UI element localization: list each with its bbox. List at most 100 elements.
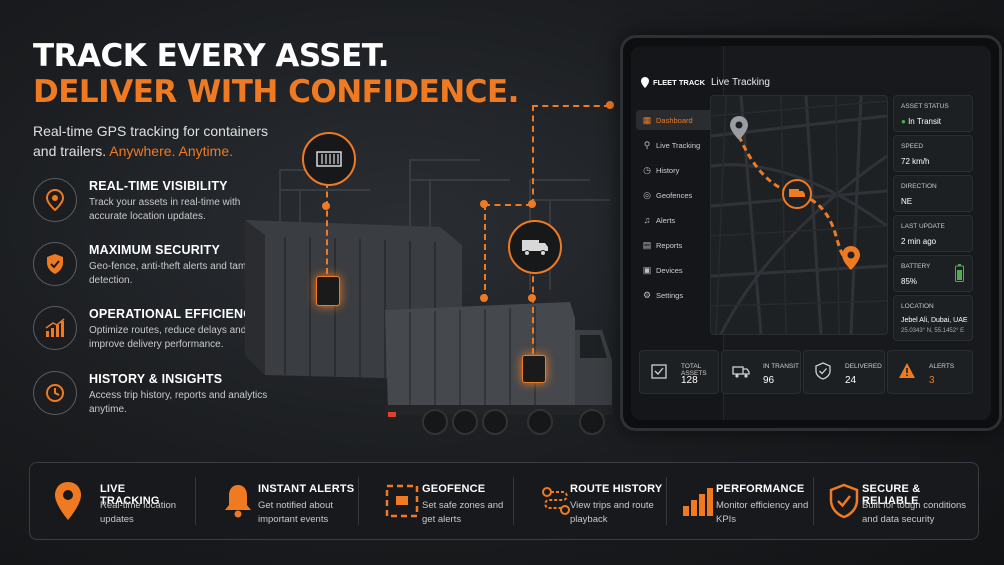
connector-dot <box>528 294 536 302</box>
divider <box>666 477 667 525</box>
warning-icon <box>899 363 915 378</box>
asset-status-panel: ASSET STATUS ● In Transit <box>893 95 973 132</box>
feature-title: REAL-TIME VISIBILITY <box>89 179 228 193</box>
sidebar-item-history[interactable]: ◷History <box>636 160 720 180</box>
panel-label: ASSET STATUS <box>901 103 949 110</box>
bottom-item-desc: Built for tough conditions and data secu… <box>862 500 967 525</box>
truck-illustration <box>385 302 613 435</box>
clock-icon: ◷ <box>643 164 651 175</box>
bottom-item-desc: Get notified about important events <box>258 500 333 525</box>
bottom-item-instant-alerts: INSTANT ALERTS Get notified about import… <box>200 463 358 539</box>
connector-line <box>532 266 534 354</box>
sidebar-item-alerts[interactable]: ♫Alerts <box>636 210 720 230</box>
sidebar-item-settings[interactable]: ⚙ Settings <box>636 285 720 305</box>
bottom-item-title: SECURE & RELIABLE <box>862 483 921 507</box>
stat-value: 96 <box>763 375 775 386</box>
feature-bar: LIVE TRACKING Real-time location updates… <box>29 462 979 540</box>
panel-coords: 25.0343° N, 55.1452° E <box>901 328 965 334</box>
connector-line <box>484 204 532 206</box>
stat-alerts[interactable]: ALERTS 3 <box>887 350 973 394</box>
divider <box>195 477 196 525</box>
last-update-panel: LAST UPDATE 2 min ago <box>893 215 973 252</box>
report-icon: ▤ <box>642 239 652 250</box>
sidebar-item-reports[interactable]: ▤Reports <box>636 235 720 255</box>
bottom-item-desc: Real-time location updates <box>100 500 177 525</box>
panel-label: LOCATION <box>901 303 934 310</box>
bottom-item-title: ROUTE HISTORY <box>570 483 663 495</box>
app-brand: FLEET TRACK <box>641 77 705 88</box>
stat-value: 128 <box>681 375 698 386</box>
shield-check-icon <box>822 479 866 523</box>
check-shield-icon <box>815 362 831 380</box>
bottom-item-secure-reliable: SECURE & RELIABLE Built for tough condit… <box>806 463 976 539</box>
panel-value: NE <box>901 197 913 206</box>
panel-label: LAST UPDATE <box>901 223 945 230</box>
stat-value: 3 <box>929 375 935 386</box>
truck-icon <box>732 366 750 378</box>
stat-label: IN TRANSIT <box>763 363 799 370</box>
bottom-item-live-tracking: LIVE TRACKING Real-time location updates <box>30 463 188 539</box>
headline-line-2: DELIVER WITH CONFIDENCE. <box>33 74 519 110</box>
nav-label: Dashboard <box>656 115 693 125</box>
bar-chart-icon <box>676 479 720 523</box>
start-pin-icon <box>730 116 748 140</box>
panel-value: ● In Transit <box>901 117 941 126</box>
status-text: In Transit <box>908 117 941 126</box>
page-title: Live Tracking <box>711 77 770 88</box>
bottom-item-title: PERFORMANCE <box>716 483 805 495</box>
panel-label: BATTERY <box>901 263 931 270</box>
pin-icon <box>46 479 90 523</box>
connector-dot <box>322 202 330 210</box>
divider <box>513 477 514 525</box>
panel-value: 85% <box>901 277 918 286</box>
chart-icon <box>33 306 77 350</box>
feature-title: MAXIMUM SECURITY <box>89 243 220 257</box>
connector-dot <box>480 294 488 302</box>
connector-dot <box>480 200 488 208</box>
gear-icon: ⚙ <box>642 289 652 300</box>
subtitle: Real-time GPS tracking for containers an… <box>33 121 273 161</box>
feature-title: HISTORY & INSIGHTS <box>89 372 223 386</box>
pin-icon <box>33 178 77 222</box>
feature-desc: Track your assets in real-time with accu… <box>89 197 241 222</box>
sidebar-item-live-tracking[interactable]: ⚲Live Tracking <box>636 135 720 155</box>
geofence-icon <box>380 479 424 523</box>
direction-panel: DIRECTION NE <box>893 175 973 212</box>
tablet-device: FLEET TRACK ▦Dashboard ⚲Live Tracking ◷H… <box>620 35 1002 431</box>
device-icon: ▣ <box>642 264 652 275</box>
grid-icon: ▦ <box>642 114 652 125</box>
bottom-item-desc: Set safe zones and get alerts <box>422 500 504 525</box>
sidebar-item-dashboard[interactable]: ▦ Dashboard <box>636 110 720 130</box>
connector-dot <box>528 200 536 208</box>
location-icon: ⚲ <box>643 139 651 150</box>
divider <box>358 477 359 525</box>
tracker-device-icon <box>316 276 340 306</box>
feature-title: OPERATIONAL EFFICIENCY <box>89 307 262 321</box>
stat-in-transit: IN TRANSIT 96 <box>721 350 801 394</box>
sidebar-item-geofences[interactable]: ◎Geofences <box>636 185 720 205</box>
divider <box>813 477 814 525</box>
clock-icon <box>33 371 77 415</box>
sidebar-item-devices[interactable]: ▣Devices <box>636 260 720 280</box>
app-screen: FLEET TRACK ▦Dashboard ⚲Live Tracking ◷H… <box>631 46 991 420</box>
live-map[interactable] <box>710 95 888 335</box>
panel-value: Jebel Ali, Dubai, UAE <box>901 317 968 324</box>
stat-delivered: DELIVERED 24 <box>803 350 885 394</box>
truck-icon <box>789 189 805 197</box>
stat-label: TOTAL ASSETS <box>681 363 707 377</box>
battery-panel: BATTERY 85% <box>893 255 973 292</box>
stat-label: DELIVERED <box>845 363 882 370</box>
bell-icon: ♫ <box>643 215 651 225</box>
feature-desc: Optimize routes, reduce delays and impro… <box>89 325 247 350</box>
shield-icon <box>33 242 77 286</box>
destination-pin-icon <box>842 246 860 270</box>
feature-operational-efficiency: OPERATIONAL EFFICIENCY Optimize routes, … <box>33 306 273 362</box>
feature-desc: Access trip history, reports and analyti… <box>89 390 268 415</box>
nav-label: Settings <box>656 290 684 300</box>
feature-realtime-visibility: REAL-TIME VISIBILITY Track your assets i… <box>33 178 273 234</box>
panel-label: DIRECTION <box>901 183 937 190</box>
nav-label: Geofences <box>656 190 693 200</box>
location-panel: LOCATION Jebel Ali, Dubai, UAE 25.0343° … <box>893 295 973 341</box>
panel-label: SPEED <box>901 143 924 150</box>
subtitle-text: Real-time GPS tracking for containers an… <box>33 123 268 159</box>
